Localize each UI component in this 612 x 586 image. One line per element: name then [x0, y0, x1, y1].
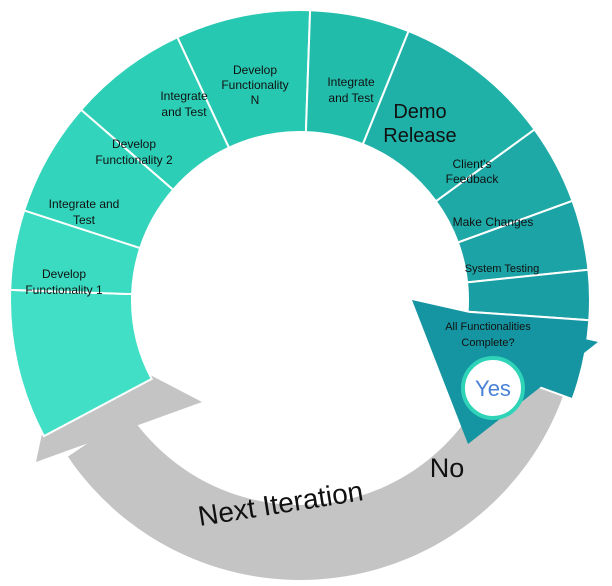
no-label: No: [430, 453, 465, 483]
segment-label-line: Develop: [42, 267, 86, 281]
segment-label-make-changes: Make Changes: [453, 215, 534, 229]
segment-label-line: Integrate: [327, 75, 375, 89]
segment-label-line: Functionality 2: [95, 153, 173, 167]
segment-label-line: Develop: [112, 137, 156, 151]
segment-label-line: Develop: [233, 63, 277, 77]
yes-badge-circle: [461, 356, 525, 420]
segment-label-line: Integrate and: [49, 197, 120, 211]
segment-label-line: Functionality: [221, 78, 288, 92]
segment-label-line: Make Changes: [453, 215, 534, 229]
segment-label-integrate-test-3: Integrate and Test: [327, 75, 375, 105]
segment-label-line: Test: [73, 213, 96, 227]
segment-label-line: Client's: [453, 157, 492, 171]
segment-label-line: Demo: [393, 101, 446, 123]
segment-label-system-testing: System Testing: [465, 263, 539, 275]
segment-label-line: Feedback: [446, 172, 500, 186]
segment-label-line: System Testing: [465, 263, 539, 275]
yes-label: Yes: [475, 376, 511, 401]
segment-label-line: and Test: [328, 91, 374, 105]
segment-label-line: Integrate: [160, 89, 208, 103]
segment-label-line: N: [251, 93, 260, 107]
segment-label-line: Functionality 1: [25, 283, 103, 297]
yes-badge[interactable]: Yes: [461, 356, 525, 420]
segment-label-line: and Test: [161, 105, 207, 119]
segment-label-line: Release: [383, 125, 456, 147]
process-ring: [9, 9, 591, 438]
segment-label-integrate-test-2: Integrate and Test: [160, 89, 208, 119]
next-iteration-arrow-body: [67, 370, 564, 580]
segment-label-line: All Functionalities: [445, 321, 531, 333]
segment-label-line: Complete?: [461, 337, 514, 349]
